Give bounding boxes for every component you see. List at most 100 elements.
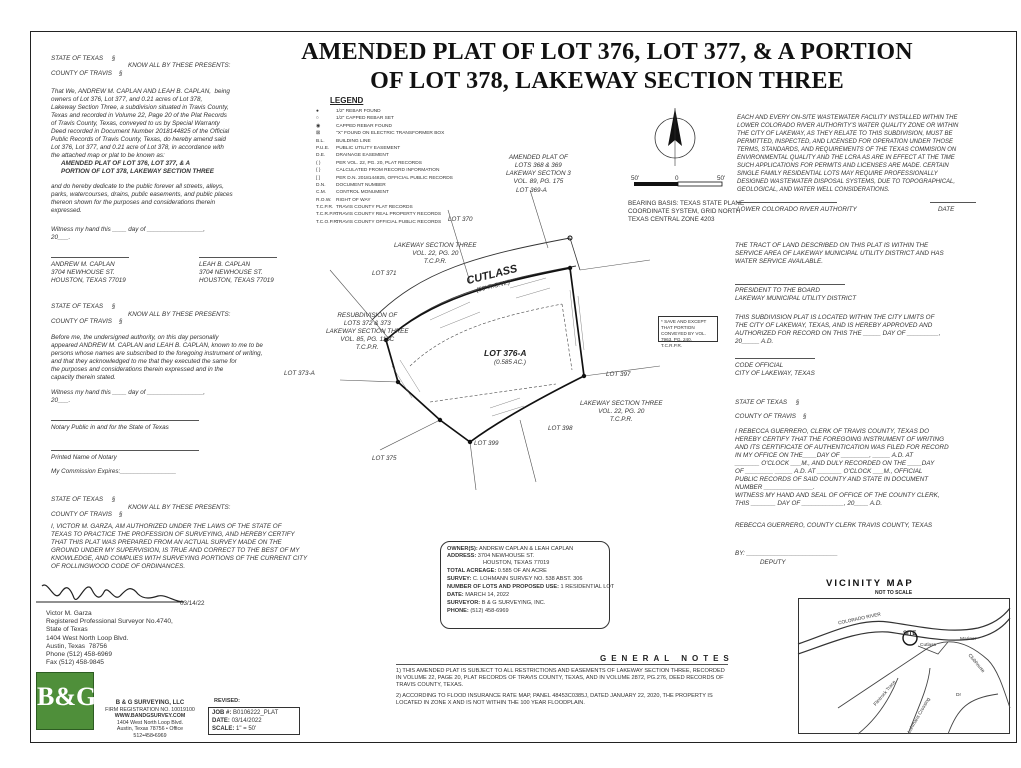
left-state-of-texas: STATE OF TEXAS § [51, 55, 116, 62]
commission-expires-label: My Commission Expires:________________ [51, 468, 177, 475]
owner-info-box: OWNER(S): ANDREW CAPLAN & LEAH CAPLAN AD… [440, 541, 614, 629]
surveyor-label: SURVEYOR: [447, 600, 481, 606]
legend-symbol: T.C.R.P.R. [316, 212, 339, 218]
scale-bar [634, 181, 723, 187]
notary-signature-line [51, 420, 199, 421]
legend-row: D.N.DOCUMENT NUMBER [316, 182, 486, 189]
lakeway-section-three-right: LAKEWAY SECTION THREE VOL. 22, PG. 20 T.… [580, 400, 663, 423]
legend-label: RIGHT OF WAY [336, 197, 371, 203]
legend-symbol: T.C.O.P.R. [316, 219, 339, 225]
acreage-label: TOTAL ACREAGE: [447, 568, 497, 574]
legend-symbol: ○ [316, 116, 319, 122]
lot-399-label: LOT 399 [474, 440, 499, 447]
legend-label: TRAVIS COUNTY OFFICIAL PUBLIC RECORDS [336, 219, 442, 225]
phone-value: (512) 458-6969 [470, 608, 509, 614]
legend-symbol: D.N. [316, 182, 326, 188]
service-area-note: THE TRACT OF LAND DESCRIBED ON THIS PLAT… [735, 242, 944, 265]
left-know-all: KNOW ALL BY THESE PRESENTS: [128, 62, 231, 69]
legend-row: ◉CAPPED REBAR FOUND [316, 123, 486, 130]
resubdivision-372-373: RESUBDIVISION OF LOTS 372 & 373 LAKEWAY … [326, 312, 409, 351]
cutlass-road-edge-north [371, 237, 571, 321]
save-except-box: * SAVE AND EXCEPT THAT PORTION CONVEYED … [658, 316, 718, 348]
lakeway-section-three-top: LAKEWAY SECTION THREE VOL. 22, PG. 20 T.… [394, 242, 477, 265]
save-except-note: * SAVE AND EXCEPT THAT PORTION CONVEYED … [661, 319, 707, 348]
scale-label-left: 50' [631, 175, 640, 182]
lot-371-label: LOT 371 [372, 270, 397, 277]
legend-row: C.M.CONTROL MONUMENT [316, 189, 486, 196]
lots-value: 1 RESIDENTIAL LOT [560, 584, 615, 590]
vicinity-dr: Dr [956, 693, 962, 698]
lot-376a-label: LOT 376-A [484, 348, 527, 358]
lot-370-label: LOT 370 [448, 216, 473, 223]
left-county: COUNTY OF TRAVIS § [51, 70, 123, 77]
plat-sheet-border [30, 31, 1017, 743]
right-county: COUNTY OF TRAVIS § [735, 413, 807, 420]
right-state-of-texas: STATE OF TEXAS § [735, 399, 800, 406]
general-notes-heading: GENERAL NOTES [600, 654, 734, 663]
revised-label: REVISED: [214, 698, 240, 704]
lcra-signature-line [737, 202, 837, 203]
legend-symbol: R.O.W. [316, 197, 332, 203]
job-scale: 1" = 50' [236, 726, 257, 732]
legend-label: "X" FOUND ON ELECTRIC TRANSFORMER BOX [336, 131, 445, 137]
lot-369a-label: LOT 369-A [516, 187, 547, 194]
job-date: 03/14/2022 [231, 718, 262, 724]
address-value-2: HOUSTON, TEXAS 77019 [483, 560, 550, 566]
legend-symbol: D.E. [316, 153, 326, 159]
left-state-of-texas-3: STATE OF TEXAS § [51, 496, 116, 503]
owner-1-info: ANDREW M. CAPLAN 3704 NEWHOUSE ST. HOUST… [51, 261, 126, 284]
company-website[interactable]: WWW.BANDGSURVEY.COM [114, 713, 186, 720]
legend-label: PER D.N. 2018144825, OFFICIAL PUBLIC REC… [336, 175, 453, 181]
signature-line-2 [199, 257, 277, 258]
legend-label: CONTROL MONUMENT [336, 190, 389, 196]
legend-symbol: [ ] [316, 175, 320, 181]
job-number: B0106222_PLAT [233, 710, 279, 716]
general-note-1: 1) THIS AMENDED PLAT IS SUBJECT TO ALL R… [396, 668, 725, 688]
clerk-witness: WITNESS MY HAND AND SEAL OF OFFICE OF TH… [735, 492, 940, 507]
legend-symbol: T.C.P.R. [316, 205, 334, 211]
legend-symbol: ( ) [316, 160, 321, 166]
date-value: MARCH 14, 2022 [465, 592, 510, 598]
company-logo: B&G [36, 672, 96, 730]
vicinity-map-frame [798, 598, 1010, 734]
legend-row: P.U.E. PUBLIC UTILITY EASEMENT [316, 145, 486, 152]
president-signature-line [735, 284, 845, 285]
lcra-label: LOWER COLORADO RIVER AUTHORITY [737, 206, 857, 213]
legend-label: 1/2" REBAR FOUND [336, 109, 381, 114]
north-arrow-icon [654, 108, 696, 166]
legend-symbol: P.U.E. [316, 145, 330, 151]
left-state-of-texas-2: STATE OF TEXAS § [51, 303, 116, 310]
notary-printed-name-label: Printed Name of Notary [51, 454, 117, 461]
plat-title-line2: OF LOT 378, LAKEWAY SECTION THREE [370, 68, 844, 94]
signature-line-1 [51, 257, 129, 258]
surveyor-certification: I, VICTOR M. GARZA, AM AUTHORIZED UNDER … [51, 523, 308, 570]
vicinity-cutlass: Cutlass [920, 643, 936, 648]
legend-title: LEGEND [330, 96, 364, 105]
code-official-label: CODE OFFICIAL CITY OF LAKEWAY, TEXAS [735, 362, 815, 377]
president-label: PRESIDENT TO THE BOARD LAKEWAY MUNICIPAL… [735, 287, 857, 302]
survey-label: SURVEY: [447, 576, 472, 582]
scale-label-right: 50' [717, 175, 726, 182]
company-address: 1404 West North Loop Blvd. [116, 719, 184, 726]
signature-date: 03/14/22 [180, 600, 205, 607]
vicinity-site-label: SITE [903, 631, 917, 637]
code-official-signature-line [735, 358, 815, 359]
lcra-date-line [930, 202, 976, 203]
company-firm-registration: FIRM REGISTRATION NO. 10019100 [105, 706, 195, 713]
surveyor-info: Victor M. Garza Registered Professional … [46, 610, 173, 667]
surveyor-value: B & G SURVEYING, INC. [481, 600, 546, 606]
legend-label: DRAINAGE EASEMENT [336, 153, 389, 159]
job-date-label: DATE: [212, 718, 230, 724]
bearing-basis: BEARING BASIS: TEXAS STATE PLANE COORDIN… [628, 200, 745, 223]
job-number-label: JOB #: [212, 710, 232, 716]
legend-symbol: ⊠ [316, 131, 321, 137]
amended-plat-368-369: AMENDED PLAT OF LOTS 368 & 369 LAKEWAY S… [506, 154, 571, 185]
legend-label: PUBLIC UTILITY EASEMENT [336, 145, 401, 151]
general-note-2: 2) ACCORDING TO FLOOD INSURANCE RATE MAP… [396, 693, 713, 706]
witness-text-1: Witness my hand this ____ day of _______… [51, 226, 205, 241]
legend-row: ⊠ "X" FOUND ON ELECTRIC TRANSFORMER BOX [316, 130, 486, 137]
legend-symbol: ◉ [316, 123, 321, 129]
dedication-text: That We, ANDREW M. CAPLAN AND LEAH B. CA… [51, 88, 230, 159]
plat-map-drawing [329, 189, 661, 491]
clerk-certification: I REBECCA GUERRERO, CLERK OF TRAVIS COUN… [735, 428, 949, 491]
